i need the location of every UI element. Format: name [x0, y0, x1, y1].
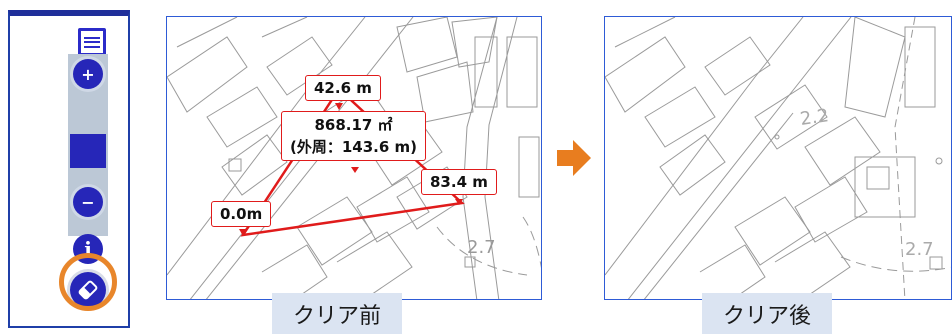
- menu-icon-line: [84, 45, 100, 48]
- distance-label-right: 83.4 m: [421, 169, 497, 195]
- area-value: 868.17 ㎡: [314, 116, 393, 134]
- map-before-clear[interactable]: 2.7 42.6 m 868.17 ㎡ (外周：143.6 m) 83.4 m …: [166, 16, 542, 300]
- menu-icon-line: [84, 36, 100, 39]
- zoom-out-button[interactable]: −: [73, 187, 103, 217]
- elevation-label: 2.7: [467, 237, 496, 258]
- menu-button[interactable]: [78, 28, 106, 56]
- zoom-slider-thumb[interactable]: [70, 134, 106, 168]
- plus-icon: +: [81, 64, 95, 84]
- map-base-after: 2.2 2.7: [605, 17, 951, 299]
- elevation-label: 2.7: [905, 239, 934, 260]
- menu-icon-line: [84, 41, 100, 43]
- caption-after: クリア後: [702, 293, 832, 334]
- zoom-in-button[interactable]: +: [73, 59, 103, 89]
- minus-icon: −: [81, 192, 95, 212]
- perimeter-value: (外周：143.6 m): [290, 138, 418, 156]
- info-icon: i: [84, 237, 92, 261]
- highlight-ring: [59, 253, 117, 311]
- elevation-label: 2.2: [799, 105, 830, 130]
- area-label: 868.17 ㎡ (外周：143.6 m): [281, 111, 427, 161]
- arrow-right-icon: [557, 140, 591, 176]
- map-after-clear[interactable]: 2.2 2.7: [604, 16, 952, 300]
- distance-label-top: 42.6 m: [305, 75, 381, 101]
- distance-label-left: 0.0m: [211, 201, 272, 227]
- caption-before: クリア前: [272, 293, 402, 334]
